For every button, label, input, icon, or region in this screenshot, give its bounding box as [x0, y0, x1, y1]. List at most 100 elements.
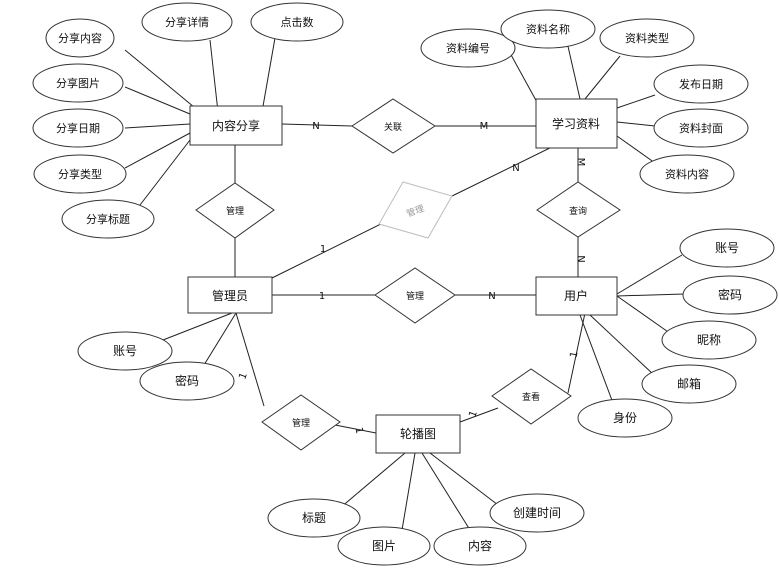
attr-share-date: 分享日期 — [32, 108, 124, 148]
rel-admin-material: 管理 — [378, 181, 453, 239]
attr-user-nickname: 昵称 — [661, 320, 757, 360]
attr-label: 昵称 — [697, 333, 721, 347]
edge-user-password — [616, 293, 685, 297]
attr-user-identity: 身份 — [577, 398, 673, 438]
attr-label: 点击数 — [281, 16, 314, 29]
rel-label: 管理 — [226, 205, 244, 217]
attr-label: 账号 — [113, 344, 137, 358]
edge-view-user — [567, 312, 586, 394]
attr-label: 资料名称 — [526, 22, 570, 36]
card-admin-carousel-2: 1 — [352, 426, 364, 434]
rel-admin-user: 管理 — [374, 267, 456, 324]
attr-label: 创建时间 — [513, 506, 561, 520]
attr-label: 分享详情 — [165, 15, 209, 29]
entity-admin: 管理员 — [187, 276, 273, 314]
attr-material-content: 资料内容 — [639, 154, 735, 194]
edge-share-type — [124, 132, 191, 169]
attr-label: 资料编号 — [446, 41, 490, 55]
attr-label: 资料类型 — [625, 31, 669, 45]
cardinality-labels: N M 1 N M N 1 N 1 1 1 1 — [237, 121, 586, 435]
edge-share-date — [124, 123, 191, 129]
attr-material-name: 资料名称 — [500, 9, 596, 49]
attr-label: 图片 — [372, 539, 396, 553]
attr-label: 分享日期 — [56, 121, 100, 135]
attr-label: 分享内容 — [58, 31, 102, 45]
edge-user-nickname — [616, 295, 672, 335]
edge-admin-account — [162, 312, 233, 341]
attr-share-detail: 分享详情 — [141, 2, 233, 42]
edge-share-content — [124, 49, 201, 113]
attr-admin-account: 账号 — [77, 331, 173, 371]
edge-carrel-carousel — [329, 423, 377, 434]
attr-label: 分享图片 — [56, 76, 100, 90]
attr-label: 资料内容 — [665, 167, 709, 181]
attr-share-clicks: 点击数 — [250, 2, 344, 42]
edge-share-rel — [281, 123, 353, 127]
entity-label-carousel: 轮播图 — [400, 427, 436, 441]
edge-user-identity — [579, 314, 614, 404]
attr-share-title: 分享标题 — [61, 199, 155, 239]
entity-user: 用户 — [535, 276, 618, 316]
attr-carousel-content: 内容 — [433, 526, 527, 566]
entity-study-material: 学习资料 — [535, 98, 618, 149]
attr-user-password: 密码 — [682, 275, 778, 315]
card-carousel-view: 1 — [467, 409, 480, 419]
edge-mat-type — [584, 55, 621, 100]
attr-user-account: 账号 — [679, 228, 775, 268]
attr-label: 密码 — [175, 373, 199, 388]
rel-label: 查看 — [522, 391, 540, 403]
edge-mat-content — [616, 135, 656, 164]
entity-carousel: 轮播图 — [375, 414, 461, 454]
card-material-query: M — [575, 158, 586, 167]
card-admin-user-n: N — [488, 291, 495, 302]
edge-user-account — [616, 254, 683, 295]
attr-carousel-image: 图片 — [337, 526, 431, 566]
attr-material-type: 资料类型 — [599, 18, 695, 58]
rel-label: 管理 — [406, 290, 424, 302]
rel-user-carousel: 查看 — [491, 368, 572, 425]
edge-mat-name — [566, 41, 581, 100]
edge-car-image — [401, 452, 416, 531]
card-share-rel: N — [312, 121, 319, 132]
rel-label: 关联 — [384, 121, 402, 133]
edge-car-content — [421, 452, 471, 531]
edge-admin-matrel — [271, 221, 386, 279]
edge-matrel-material — [445, 142, 561, 200]
edge-mat-date — [616, 94, 656, 109]
rel-label: 管理 — [292, 417, 310, 429]
card-admin-material-n: N — [512, 163, 519, 174]
edge-mat-cover — [616, 121, 656, 127]
attr-carousel-created: 创建时间 — [489, 493, 585, 533]
edge-share-detail — [209, 39, 219, 113]
attr-share-image: 分享图片 — [32, 63, 124, 103]
entity-label-content-share: 内容分享 — [212, 118, 260, 133]
attr-share-content: 分享内容 — [45, 18, 115, 58]
card-view-user: 1 — [569, 350, 581, 358]
edge-car-created — [429, 452, 499, 506]
attr-label: 分享标题 — [86, 212, 130, 226]
rel-user-material: 查询 — [536, 181, 621, 238]
attr-material-date: 发布日期 — [653, 64, 749, 104]
card-rel-material: M — [480, 121, 489, 132]
attr-label: 身份 — [613, 410, 637, 425]
rel-admin-share: 管理 — [195, 182, 275, 239]
attr-material-id: 资料编号 — [420, 28, 516, 68]
edge-carousel-view — [459, 407, 499, 423]
edge-admin-password — [203, 312, 237, 366]
edge-share-clicks — [261, 37, 276, 113]
rel-label: 查询 — [569, 205, 587, 217]
attr-admin-password: 密码 — [139, 361, 235, 401]
card-admin-material-1: 1 — [320, 244, 326, 255]
attr-label: 标题 — [302, 511, 326, 525]
attr-label: 密码 — [718, 287, 742, 302]
edge-mat-id — [509, 52, 539, 105]
edge-admin-carrel — [235, 312, 265, 407]
attr-label: 账号 — [715, 241, 739, 255]
attr-label: 发布日期 — [679, 77, 723, 91]
edge-share-image — [124, 86, 191, 115]
attr-user-email: 邮箱 — [641, 364, 737, 404]
rel-admin-carousel: 管理 — [261, 394, 341, 451]
entity-content-share: 内容分享 — [189, 105, 283, 146]
entity-label-user: 用户 — [564, 288, 588, 303]
